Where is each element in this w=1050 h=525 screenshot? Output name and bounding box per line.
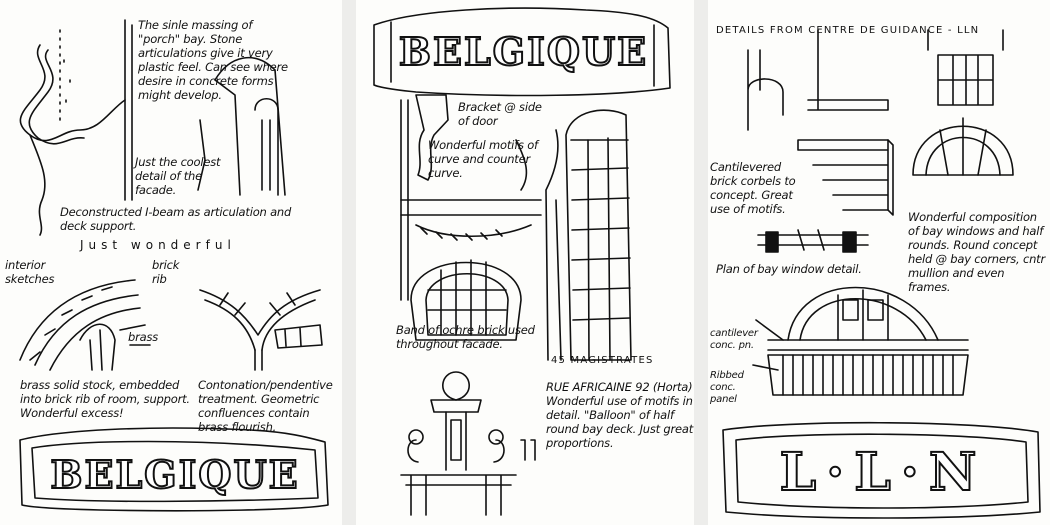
note-rue-africaine: RUE AFRICAINE 92 (Horta) Wonderful use o… xyxy=(546,380,694,450)
note-bracket: Bracket @ side of door xyxy=(458,100,542,128)
sketch-drawings-page-1 xyxy=(19,19,329,512)
note-interior-sketches: interior sketches xyxy=(5,258,55,286)
banner-lln: L·L·N xyxy=(779,441,987,504)
sketch-page-lln: DETAILS FROM CENTRE DE GUIDANCE - LLN Ca… xyxy=(708,0,1050,525)
note-just-wonderful: Just wonderful xyxy=(80,238,236,252)
sketch-page-belgique-facade: BELGIQUE Bracket @ side of door Wonderfu… xyxy=(356,0,694,525)
note-brick-rib: brick rib xyxy=(152,258,180,286)
banner-belgique-top: BELGIQUE xyxy=(398,28,649,75)
note-motifs: Wonderful motifs of curve and counter cu… xyxy=(428,138,538,180)
note-ochre-band: Band of ochre brick used throughout faca… xyxy=(396,323,535,351)
note-address-magistrates: 45 MAGISTRATES xyxy=(551,355,654,366)
note-cantilever-conc: cantilever conc. pn. xyxy=(710,328,758,351)
note-composition: Wonderful composition of bay windows and… xyxy=(908,210,1046,294)
page-gutter xyxy=(342,0,356,525)
note-plan-bay-window: Plan of bay window detail. xyxy=(716,262,862,276)
note-ribbed-panel: Ribbed conc. panel xyxy=(710,370,744,405)
note-brass: brass xyxy=(128,330,159,344)
note-pendentive: Contonation/pendentive treatment. Geomet… xyxy=(198,378,333,434)
note-brass-solid-stock: brass solid stock, embedded into brick r… xyxy=(20,378,190,420)
note-coolest-detail: Just the coolest detail of the facade. xyxy=(135,155,221,197)
sketch-drawings-page-2 xyxy=(373,7,671,516)
page-heading-lln: DETAILS FROM CENTRE DE GUIDANCE - LLN xyxy=(716,25,980,36)
page-gutter xyxy=(694,0,708,525)
note-ibeam: Deconstructed I-beam as articulation and… xyxy=(60,205,292,233)
note-cantilevered: Cantilevered brick corbels to concept. G… xyxy=(710,160,796,216)
sketch-drawings-page-3 xyxy=(722,29,1041,519)
note-porch-bay: The sinle massing of "porch" bay. Stone … xyxy=(138,18,288,102)
banner-belgique: BELGIQUE xyxy=(49,451,300,498)
sketch-page-belgique-interior: The sinle massing of "porch" bay. Stone … xyxy=(0,0,342,525)
